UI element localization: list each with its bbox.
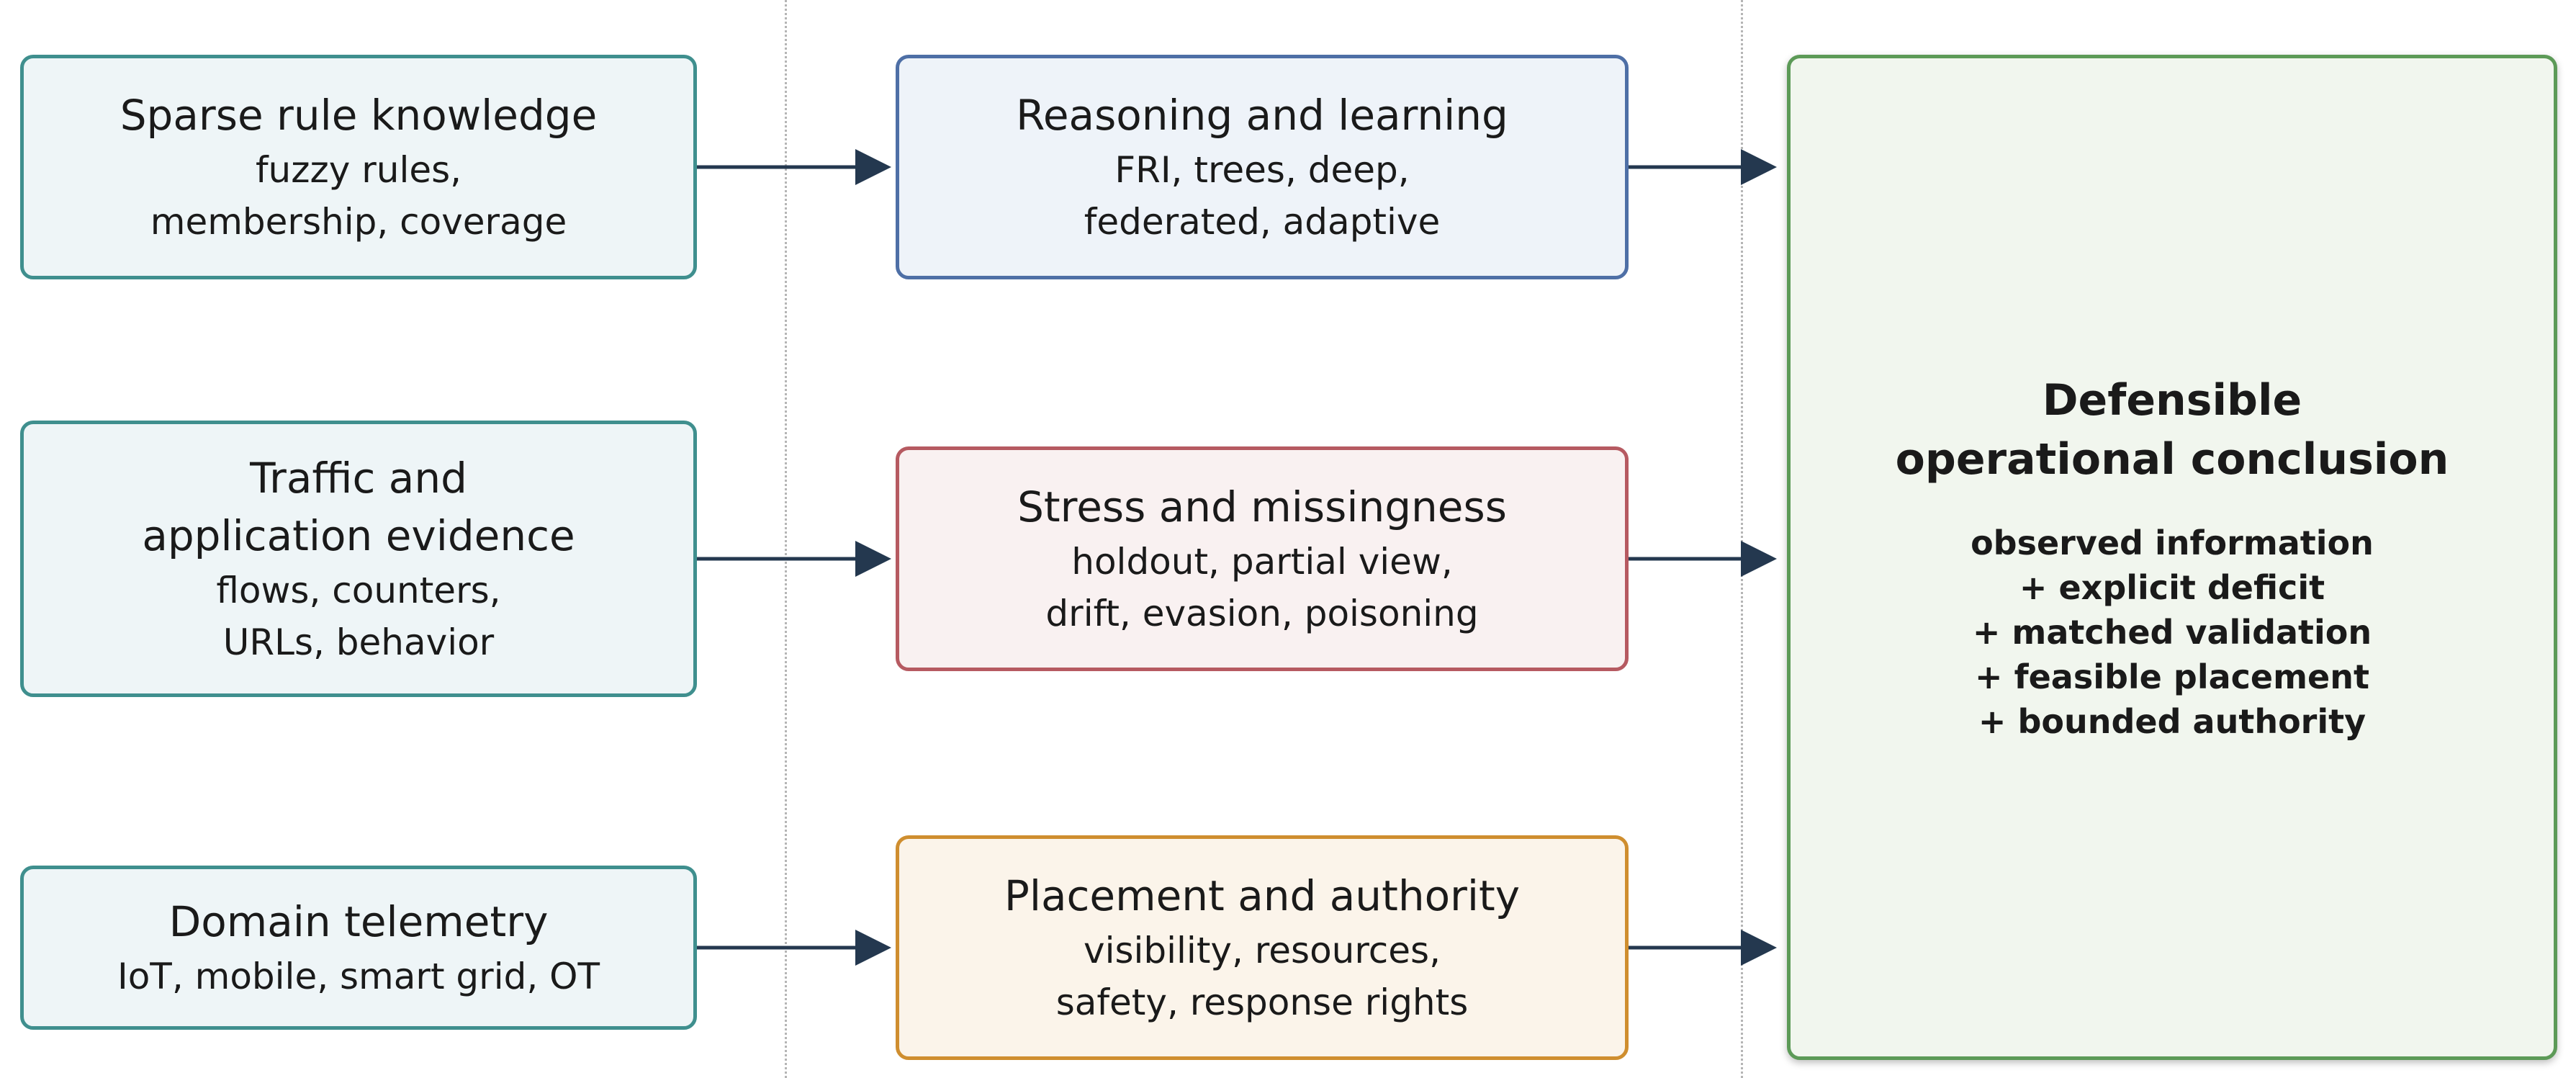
stage-box-stress-missingness: Stress and missingness holdout, partial … — [896, 446, 1629, 671]
stage-box-placement-authority: Placement and authority visibility, reso… — [896, 835, 1629, 1060]
input-2-line-2: URLs, behavior — [222, 621, 495, 663]
conclusion-line-2: + explicit deficit — [2019, 568, 2325, 607]
stage-1-line-2: federated, adaptive — [1084, 201, 1441, 243]
conclusion-line-1: observed information — [1971, 524, 2374, 562]
stage-3-line-2: safety, response rights — [1055, 982, 1469, 1023]
input-2-line-1: flows, counters, — [216, 570, 501, 611]
conclusion-title-line-1: Defensible — [2042, 375, 2302, 426]
conclusion-line-3: + matched validation — [1972, 613, 2372, 652]
input-2-title: Traffic and — [250, 454, 467, 503]
stage-3-title: Placement and authority — [1004, 871, 1521, 920]
stage-3-line-1: visibility, resources, — [1083, 930, 1441, 971]
input-box-domain-telemetry: Domain telemetry IoT, mobile, smart grid… — [20, 866, 697, 1030]
conclusion-line-4: + feasible placement — [1975, 657, 2369, 696]
input-3-line-1: IoT, mobile, smart grid, OT — [117, 956, 600, 997]
input-2-title-line-2: application evidence — [142, 511, 575, 560]
input-1-title: Sparse rule knowledge — [120, 91, 598, 140]
input-1-line-1: fuzzy rules, — [255, 149, 462, 191]
input-1-line-2: membership, coverage — [150, 201, 567, 243]
conclusion-title-line-2: operational conclusion — [1895, 434, 2449, 485]
input-box-rule-knowledge: Sparse rule knowledge fuzzy rules, membe… — [20, 55, 697, 279]
conclusion-box: Defensible operational conclusion observ… — [1787, 55, 2557, 1060]
stage-1-title: Reasoning and learning — [1016, 91, 1508, 140]
column-divider-left — [785, 0, 787, 1078]
stage-box-reasoning-learning: Reasoning and learning FRI, trees, deep,… — [896, 55, 1629, 279]
stage-2-line-2: drift, evasion, poisoning — [1045, 593, 1479, 634]
column-divider-right — [1741, 0, 1743, 1078]
stage-1-line-1: FRI, trees, deep, — [1114, 149, 1410, 191]
input-box-traffic-evidence: Traffic and application evidence flows, … — [20, 421, 697, 697]
conclusion-line-5: + bounded authority — [1978, 702, 2366, 741]
stage-2-title: Stress and missingness — [1017, 482, 1507, 531]
input-3-title: Domain telemetry — [168, 897, 549, 946]
stage-2-line-1: holdout, partial view, — [1071, 541, 1453, 583]
